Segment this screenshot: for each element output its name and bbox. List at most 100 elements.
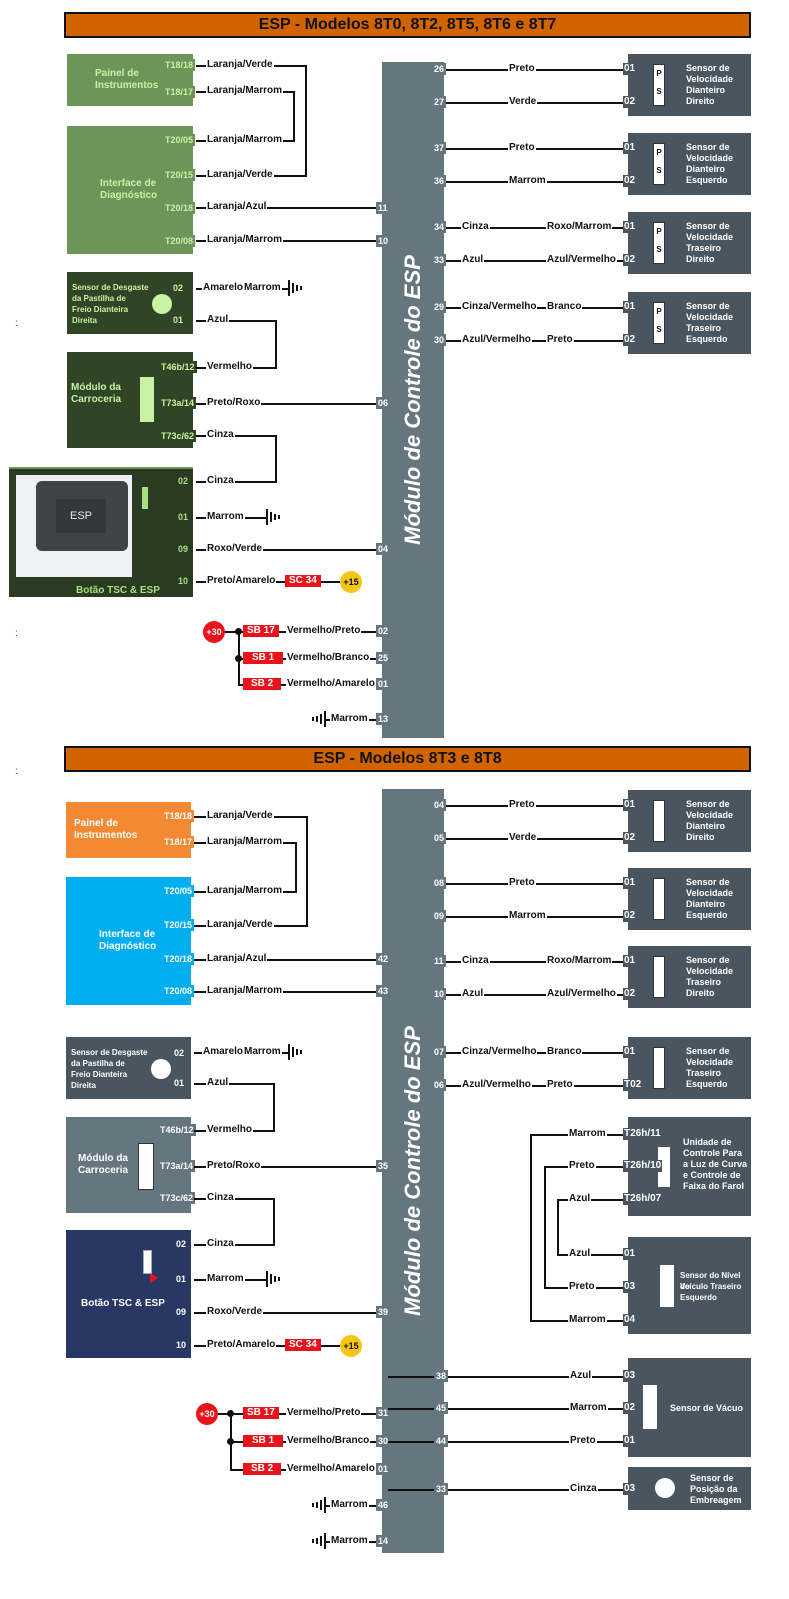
ecu-pin: 37	[432, 142, 447, 154]
esp-control-module: Módulo de Controle do ESP	[382, 62, 444, 738]
embreagem-label: Sensor de	[690, 1473, 734, 1483]
wire-label: Vermelho	[206, 1124, 254, 1136]
wire	[557, 1199, 559, 1255]
ps-symbol-p: P	[656, 148, 662, 157]
ecu-pin: 42	[376, 953, 391, 965]
wire	[444, 961, 624, 963]
wire	[530, 1134, 532, 1321]
wire-label: Roxo/Verde	[206, 543, 264, 555]
pin: 01	[623, 955, 637, 967]
wire-label: Marrom	[330, 713, 369, 725]
fuse-sb2: SB 2	[243, 1463, 282, 1475]
pin: 03	[623, 1483, 637, 1495]
speed-sensor: Sensor de Velocidade Dianteiro Direito	[628, 790, 751, 852]
wire-label: Preto/Amarelo	[206, 1339, 277, 1351]
sensor-label: Velocidade	[686, 232, 734, 242]
wire	[444, 227, 624, 229]
wire-label: Azul	[206, 314, 230, 326]
sensor-label: Velocidade	[686, 888, 734, 898]
sensor-label: Dianteiro	[686, 85, 726, 95]
pin: T20/18	[163, 202, 196, 214]
ecu-pin: 26	[432, 63, 447, 75]
pin: 10	[176, 575, 191, 587]
pin: 01	[176, 511, 191, 523]
wire-label: Azul	[569, 1370, 593, 1382]
wire	[196, 481, 277, 483]
sensor-label: Traseiro	[686, 323, 722, 333]
sensor-label: Velocidade	[686, 966, 734, 976]
pin: 10	[174, 1339, 189, 1351]
wire-label: Cinza	[206, 1238, 235, 1250]
painel-label-2: Instrumentos	[74, 830, 138, 841]
module-switch-icon	[643, 1385, 657, 1429]
pin: 02	[623, 175, 637, 187]
wire-label: Azul	[206, 1077, 230, 1089]
ps-symbol-s: S	[656, 87, 662, 96]
ecu-pin: 45	[434, 1402, 449, 1414]
sensor-label: Sensor de	[686, 799, 730, 809]
wire-label: Roxo/Marrom	[546, 955, 613, 967]
wire	[444, 994, 624, 996]
sensor-label: Velocidade	[686, 1057, 734, 1067]
wire-label: Marrom	[330, 1535, 369, 1547]
pin: T73c/62	[158, 1192, 196, 1204]
pin: T73a/14	[158, 1160, 196, 1172]
wire-label: Cinza	[461, 955, 490, 967]
wire-label: Azul/Vermelho	[546, 254, 617, 266]
ground-icon	[266, 1271, 280, 1287]
pin: 03	[623, 1281, 637, 1293]
pin: 01	[174, 1078, 185, 1088]
esp-module-label: Módulo de Controle do ESP	[400, 255, 425, 545]
ecu-pin: 34	[432, 221, 447, 233]
supply-30-badge: +30	[196, 1403, 218, 1425]
ecu-pin: 10	[376, 235, 391, 247]
junction-dot	[235, 628, 242, 635]
sensor-pastilha-label: Direita	[71, 1081, 96, 1090]
interface-label-1: Interface de	[100, 178, 157, 189]
ecu-pin: 02	[376, 625, 391, 637]
pin: 02	[623, 910, 637, 922]
wire	[196, 403, 376, 405]
wire-label: Branco	[546, 301, 583, 313]
pin: T26h/11	[623, 1128, 662, 1140]
wire-label: Marrom	[508, 175, 547, 187]
fuse-sb1: SB 1	[243, 652, 284, 664]
module-switch-icon	[658, 1147, 670, 1187]
sensor-label: Dianteiro	[686, 899, 726, 909]
wire-label: Azul	[461, 988, 485, 1000]
wire-label: Vermelho/Branco	[286, 652, 371, 664]
wire	[388, 1489, 623, 1491]
wire-label: Marrom	[243, 282, 282, 294]
supply-15-badge: +15	[340, 571, 362, 593]
wire-label: Cinza/Vermelho	[461, 301, 538, 313]
ps-sensor-icon	[653, 956, 665, 998]
ps-symbol-p: P	[656, 69, 662, 78]
pin: 02	[623, 334, 637, 346]
farol-label: e Controle de	[683, 1170, 741, 1180]
sensor-label: Traseiro	[686, 1068, 722, 1078]
embreagem-label: Posição da	[690, 1484, 738, 1494]
fuse-sc34: SC 34	[285, 575, 321, 587]
wire	[196, 320, 276, 322]
farol-label: Unidade de	[683, 1137, 732, 1147]
pin: 01	[623, 877, 637, 889]
ecu-pin: 38	[434, 1370, 449, 1382]
ground-icon	[312, 711, 326, 727]
ps-sensor-icon	[653, 878, 665, 920]
module-switch-icon	[660, 1265, 674, 1307]
pin: T73c/62	[159, 430, 197, 442]
wire-label: Vermelho/Preto	[286, 1407, 362, 1419]
ps-symbol-p: P	[656, 227, 662, 236]
button-photo-body: ESP	[36, 481, 128, 551]
farol-label: Controle Para	[683, 1148, 743, 1158]
sensor-label: Esquerdo	[686, 1079, 728, 1089]
wire-label: Laranja/Verde	[206, 59, 274, 71]
wire-label: Laranja/Azul	[206, 201, 268, 213]
vacuo-label: Sensor de Vácuo	[670, 1403, 744, 1413]
sensor-pastilha-label: Freio Dianteira	[71, 1070, 128, 1079]
wire-label: Azul	[568, 1193, 592, 1205]
